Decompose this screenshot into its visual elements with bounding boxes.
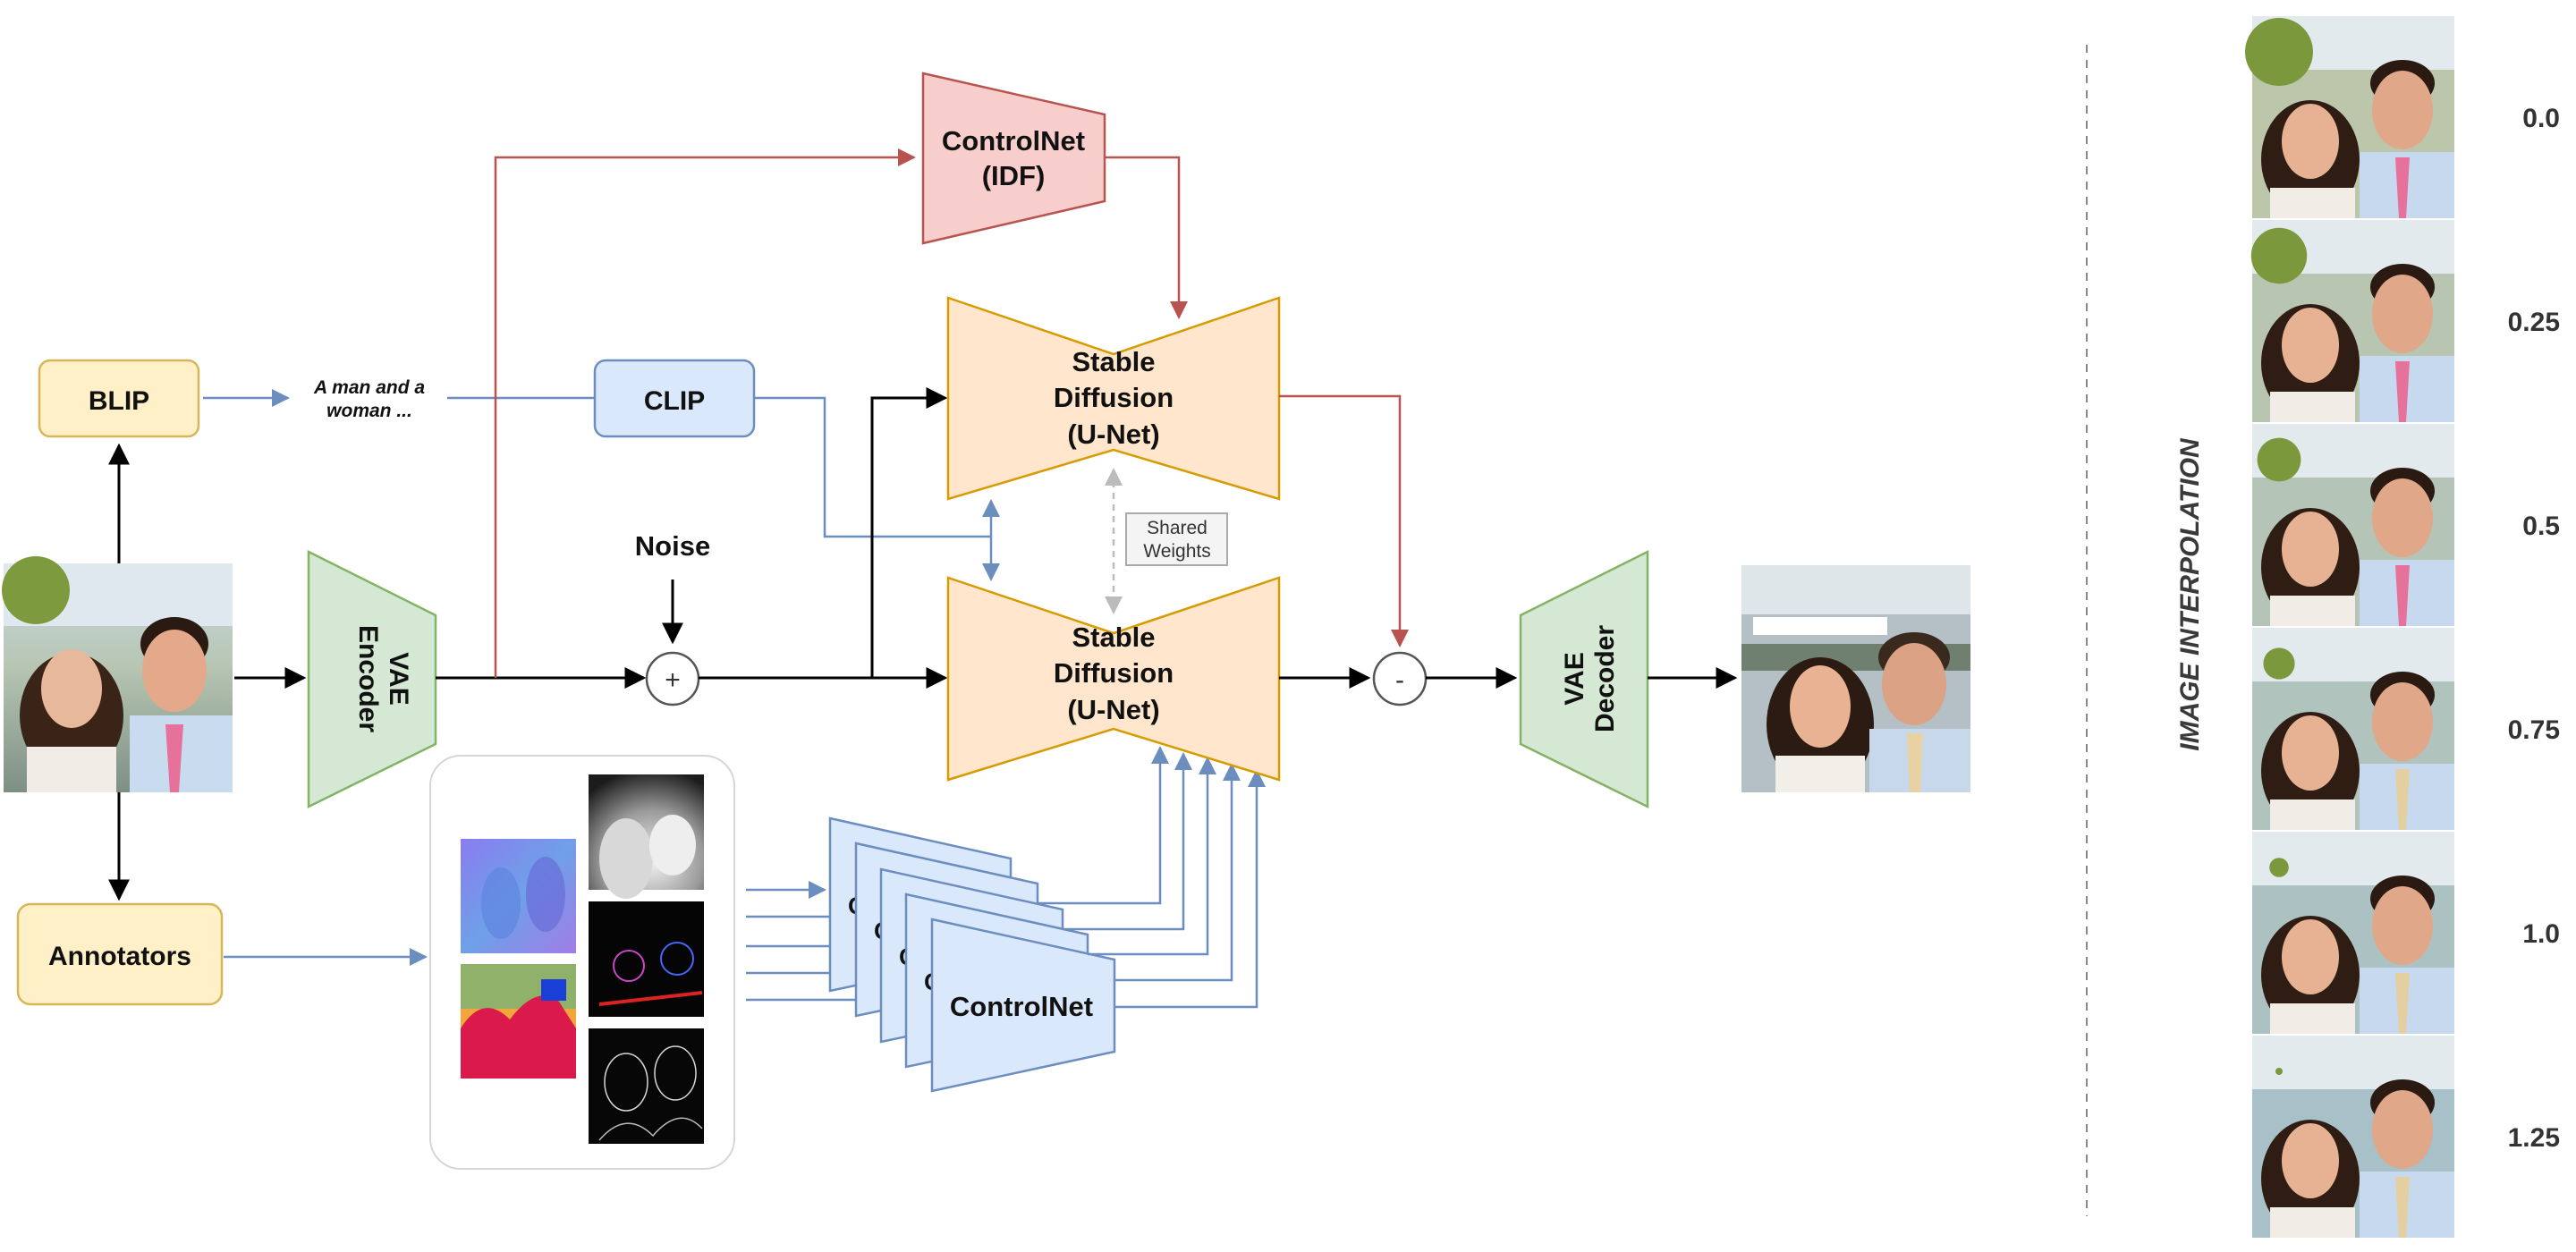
sd-bottom-line-3: (U-Net) bbox=[1067, 694, 1159, 725]
subtract-symbol: - bbox=[1395, 665, 1404, 695]
controlnet-stack: C C C C ControlNet bbox=[828, 816, 1116, 1093]
controlnet-stack-label: ControlNet bbox=[950, 991, 1093, 1022]
interpolation-thumbnail-0: 0.0 bbox=[2245, 16, 2560, 218]
interpolation-thumbnails: 0.0 0.25 0.5 0.75 1.0 1.25 bbox=[2245, 16, 2560, 1238]
sd-top-line-1: Stable bbox=[1072, 346, 1155, 377]
controlnet-idf-line-2: (IDF) bbox=[982, 160, 1046, 191]
interpolation-value-2: 0.5 bbox=[2522, 512, 2560, 541]
output-photo bbox=[1741, 565, 1970, 792]
interpolation-thumbnail-2: 0.5 bbox=[2252, 424, 2560, 626]
shared-weights-label: Shared Weights bbox=[1125, 512, 1228, 566]
interpolation-value-5: 1.25 bbox=[2508, 1123, 2560, 1153]
caption-line-2: woman ... bbox=[326, 401, 412, 421]
shared-weights-line-2: Weights bbox=[1143, 541, 1210, 562]
sd-top-line-2: Diffusion bbox=[1054, 382, 1174, 413]
sd-top-line-3: (U-Net) bbox=[1067, 419, 1159, 450]
shared-weights-line-1: Shared bbox=[1147, 518, 1208, 538]
vae-encoder-line-1: VAE bbox=[384, 652, 413, 705]
interpolation-value-0: 0.0 bbox=[2522, 104, 2560, 133]
subtract-node: - bbox=[1372, 651, 1428, 706]
sd-bottom-line-1: Stable bbox=[1072, 622, 1155, 653]
interpolation-title: IMAGE INTERPOLATION bbox=[2175, 437, 2205, 751]
interpolation-thumbnail-4: 1.0 bbox=[2252, 832, 2560, 1034]
add-node: + bbox=[645, 651, 700, 706]
sd-bottom-line-2: Diffusion bbox=[1054, 657, 1174, 689]
vae-decoder: VAE Decoder bbox=[1519, 549, 1649, 809]
interpolation-value-3: 0.75 bbox=[2508, 715, 2560, 745]
controlnet-idf-line-1: ControlNet bbox=[942, 125, 1085, 156]
clip-label: CLIP bbox=[644, 386, 705, 416]
interpolation-thumbnail-3: 0.75 bbox=[2252, 628, 2560, 830]
vae-decoder-line-2: Decoder bbox=[1590, 625, 1620, 732]
vae-decoder-line-1: VAE bbox=[1560, 652, 1589, 705]
edge-map-image bbox=[589, 1028, 704, 1144]
annotators-label: Annotators bbox=[48, 942, 191, 971]
vae-encoder-line-2: Encoder bbox=[353, 625, 383, 732]
interpolation-thumbnail-5: 1.25 bbox=[2252, 1036, 2560, 1238]
stable-diffusion-bottom: Stable Diffusion (U-Net) bbox=[946, 576, 1281, 782]
blip-label: BLIP bbox=[89, 386, 149, 416]
interpolation-thumbnail-1: 0.25 bbox=[2250, 220, 2560, 422]
clip-box: CLIP bbox=[593, 359, 756, 438]
interpolation-value-1: 0.25 bbox=[2508, 308, 2560, 337]
control-maps-panel bbox=[429, 755, 735, 1170]
annotators-box: Annotators bbox=[16, 902, 224, 1006]
blip-box: BLIP bbox=[38, 359, 200, 438]
input-photo bbox=[2, 556, 233, 792]
caption-line-1: A man and a bbox=[313, 377, 425, 398]
stable-diffusion-top: Stable Diffusion (U-Net) bbox=[946, 296, 1281, 501]
controlnet-idf: ControlNet (IDF) bbox=[921, 72, 1106, 245]
add-symbol: + bbox=[665, 665, 681, 695]
noise-label: Noise bbox=[635, 530, 710, 562]
interpolation-value-4: 1.0 bbox=[2522, 919, 2560, 949]
vae-encoder: VAE Encoder bbox=[307, 549, 437, 809]
